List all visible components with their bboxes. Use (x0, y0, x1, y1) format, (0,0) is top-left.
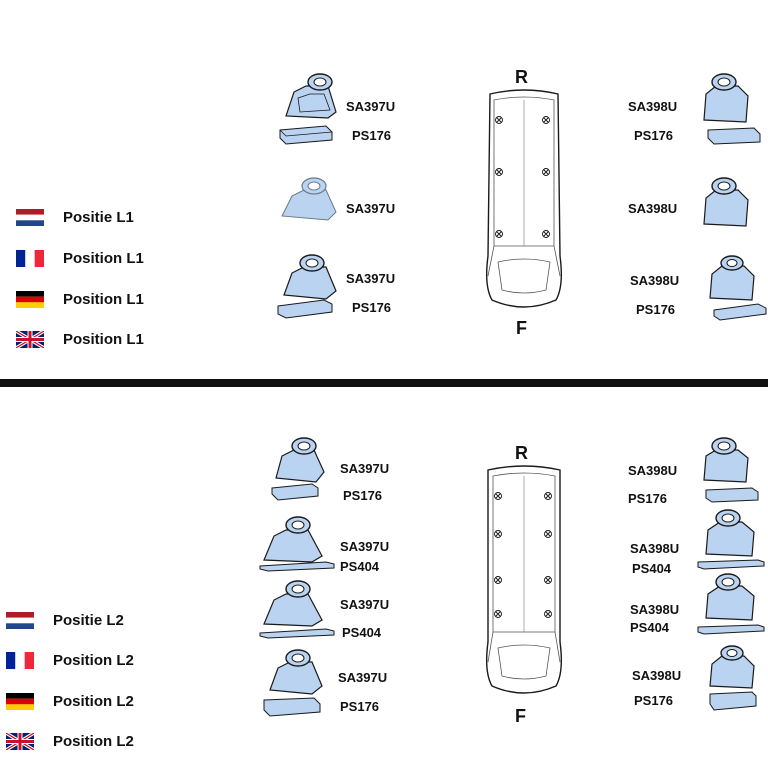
rubber-pad-icon (705, 487, 759, 503)
pad-code: PS404 (632, 561, 672, 576)
legend-label: Position L1 (63, 291, 144, 308)
pad-code: PS176 (628, 491, 668, 506)
roof-rack-foot-icon (263, 580, 323, 627)
part-code: SA398U (630, 602, 680, 617)
netherlands-flag-icon (16, 209, 44, 226)
france-flag-icon (16, 250, 44, 267)
roof-rack-foot-icon (281, 177, 337, 221)
uk-flag-icon (16, 331, 44, 348)
front-label: F (515, 706, 526, 726)
roof-rack-foot-icon (703, 73, 749, 123)
rubber-pad-icon (277, 299, 333, 319)
pad-code: PS176 (352, 128, 392, 143)
part-code: SA397U (340, 597, 390, 612)
mount-point-icon (495, 116, 550, 238)
rubber-pad-icon (707, 127, 761, 145)
part-code: SA397U (338, 670, 388, 685)
roof-rack-foot-icon (705, 509, 755, 557)
pad-code: PS404 (630, 620, 670, 635)
part-code: SA398U (630, 273, 680, 288)
part-code: SA398U (628, 99, 678, 114)
rubber-pad-icon (259, 628, 335, 639)
pad-code: PS404 (342, 625, 382, 640)
van-top-view-icon (485, 89, 563, 308)
roof-rack-foot-icon (285, 73, 337, 119)
rubber-pad-icon (697, 624, 765, 635)
part-code: SA398U (630, 541, 680, 556)
germany-flag-icon (6, 693, 34, 710)
legend-label: Position L2 (53, 733, 134, 750)
pad-code: PS176 (636, 302, 676, 317)
roof-rack-foot-icon (703, 177, 749, 227)
part-code: SA397U (346, 201, 396, 216)
rubber-pad-icon (263, 697, 321, 717)
roof-rack-foot-icon (263, 516, 323, 563)
rubber-pad-icon (713, 303, 767, 321)
germany-flag-icon (16, 291, 44, 308)
rubber-pad-icon (279, 125, 333, 145)
part-code: SA397U (346, 99, 396, 114)
mount-point-icon (494, 492, 552, 618)
legend-label: Position L1 (63, 331, 144, 348)
pad-code: PS176 (343, 488, 383, 503)
roof-rack-foot-icon (275, 437, 325, 483)
part-code: SA397U (346, 271, 396, 286)
netherlands-flag-icon (6, 612, 34, 629)
part-code: SA397U (340, 539, 390, 554)
rubber-pad-icon (709, 691, 757, 711)
legend-label: Position L2 (53, 652, 134, 669)
part-code: SA398U (632, 668, 682, 683)
legend-label: Position L1 (63, 250, 144, 267)
rubber-pad-icon (259, 561, 335, 572)
rear-label: R (515, 443, 528, 463)
rear-label: R (515, 67, 528, 87)
france-flag-icon (6, 652, 34, 669)
part-code: SA398U (628, 201, 678, 216)
pad-code: PS404 (340, 559, 380, 574)
van-top-view-icon (485, 465, 563, 694)
roof-rack-foot-icon (709, 255, 755, 301)
part-code: SA398U (628, 463, 678, 478)
roof-rack-foot-icon (283, 254, 337, 300)
pad-code: PS176 (634, 128, 674, 143)
legend-label: Position L2 (53, 693, 134, 710)
roof-rack-foot-icon (269, 649, 323, 695)
pad-code: PS176 (340, 699, 380, 714)
legend-label: Positie L1 (63, 209, 134, 226)
roof-rack-foot-icon (703, 437, 749, 483)
pad-code: PS176 (634, 693, 674, 708)
rubber-pad-icon (697, 559, 765, 570)
uk-flag-icon (6, 733, 34, 750)
legend-label: Positie L2 (53, 612, 124, 629)
rubber-pad-icon (271, 483, 319, 501)
section-divider (0, 379, 768, 387)
roof-rack-foot-icon (705, 573, 755, 621)
front-label: F (516, 318, 527, 338)
roof-rack-foot-icon (709, 645, 755, 689)
pad-code: PS176 (352, 300, 392, 315)
part-code: SA397U (340, 461, 390, 476)
